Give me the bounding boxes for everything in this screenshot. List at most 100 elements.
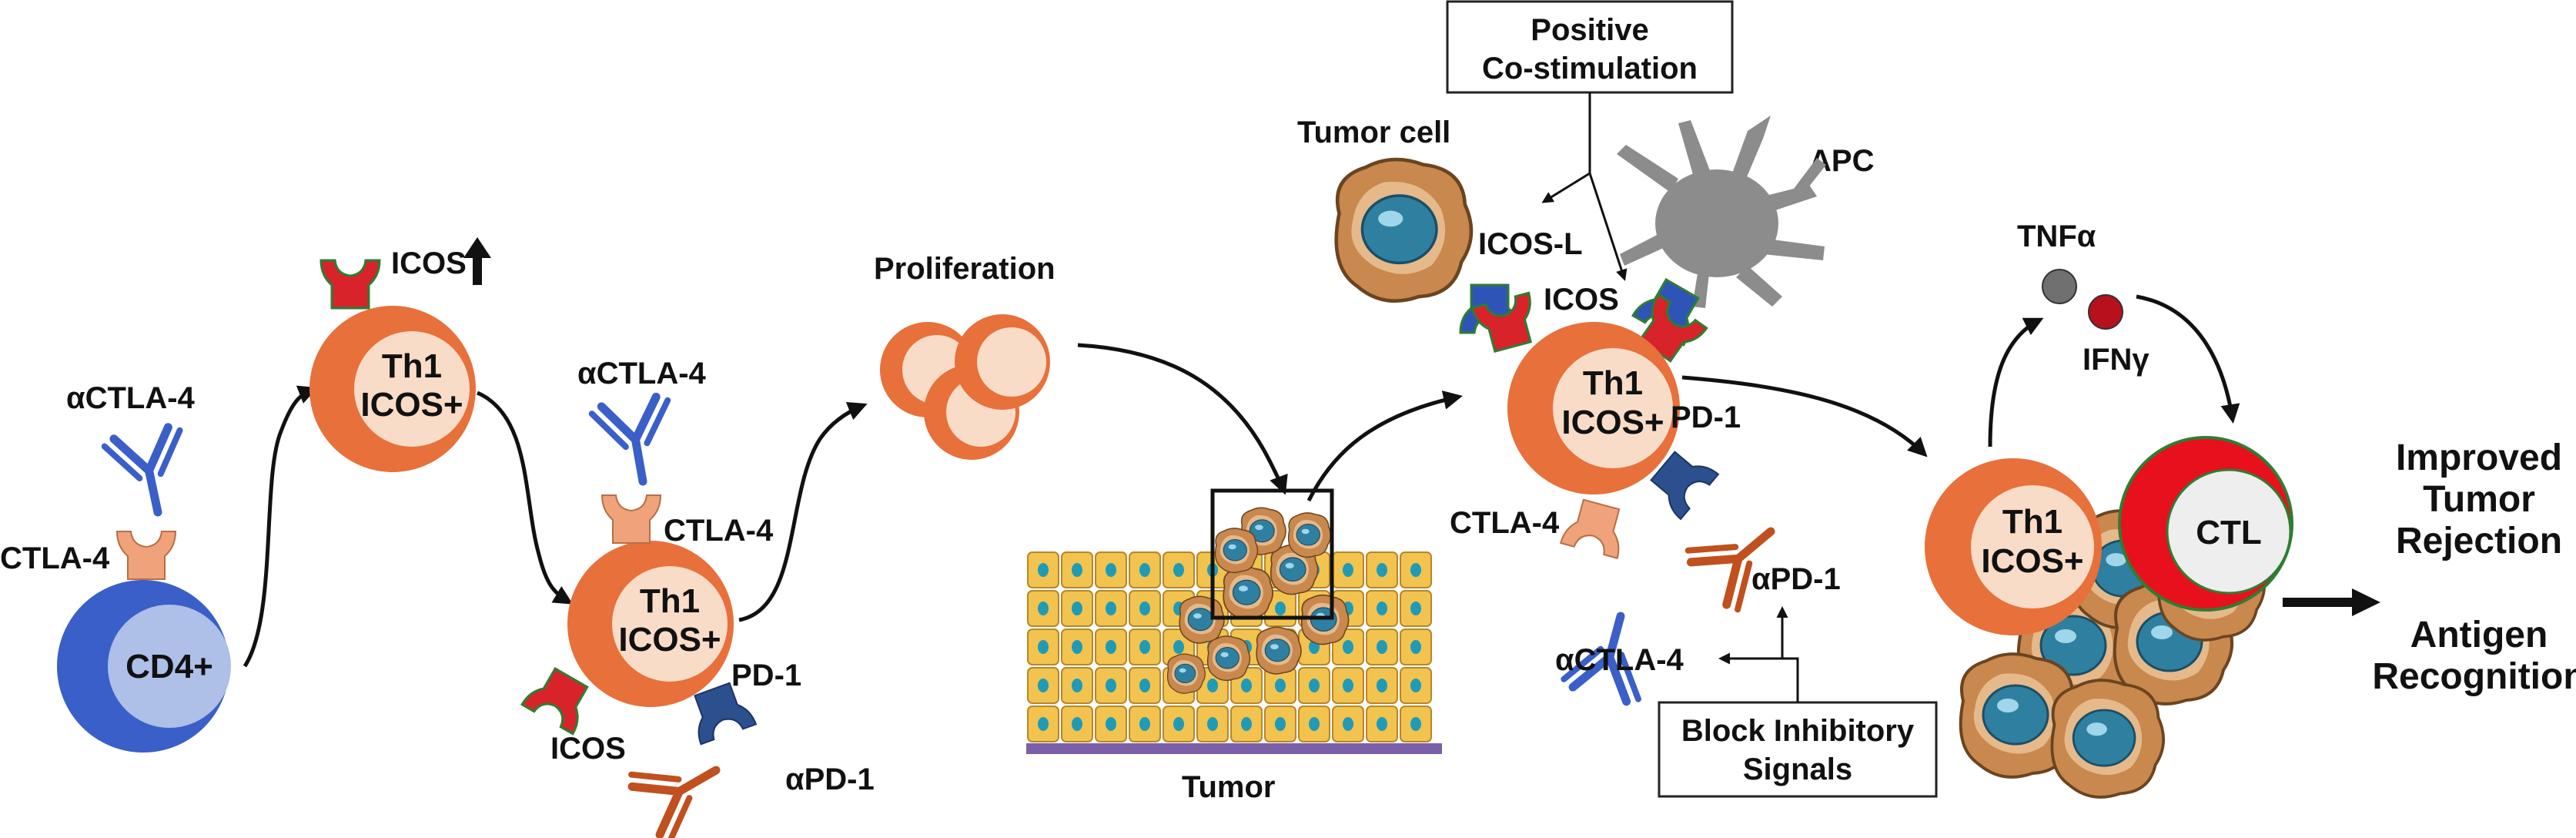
tissue-nucleus [1275, 602, 1286, 615]
positive-costimulation-box: Positive Co-stimulation [1446, 0, 1734, 94]
th1-label-2: Th1 [640, 582, 700, 620]
tissue-nucleus [1343, 717, 1353, 731]
tissue-nucleus [1106, 679, 1116, 692]
cd4-label: CD4+ [125, 648, 213, 685]
tissue-nucleus [1173, 717, 1184, 731]
tumor-label: Tumor [1182, 770, 1275, 804]
tissue-nucleus [1106, 602, 1116, 615]
ctl-cell: CTL [2118, 436, 2293, 612]
improved-line2: Tumor [2423, 479, 2535, 520]
tissue-nucleus [1309, 717, 1320, 731]
pd1-label-2: PD-1 [731, 659, 801, 692]
tissue-nucleus [1309, 679, 1320, 692]
cd4-cell: CD4+ [57, 580, 231, 753]
tumor-cell [1337, 159, 1471, 301]
anti-pd1-label-3: αPD-1 [1751, 562, 1841, 596]
tissue-nucleus [1139, 640, 1150, 654]
th1-cell-2: Th1 ICOS+ [567, 541, 734, 707]
th1-cell-1: Th1 ICOS+ [309, 306, 476, 472]
zoom-box [1210, 488, 1334, 620]
ctla4-receptor-2 [601, 494, 661, 544]
th1-cell-3: Th1 ICOS+ [1507, 322, 1680, 494]
antigen-line2: Recognition [2372, 656, 2576, 697]
anti-pd1-antibody-2 [627, 737, 735, 838]
arrow-to-tumor [1077, 343, 1288, 495]
ctla4-label-2: CTLA-4 [664, 514, 774, 548]
arrow-costim-to-apc [1588, 173, 1628, 281]
icos-label-3: ICOS [1544, 283, 1619, 317]
tissue-nucleus [1241, 679, 1252, 692]
up-arrow-icon [463, 237, 491, 285]
tissue-nucleus [1207, 717, 1218, 731]
anti-pd1-antibody-3 [1684, 502, 1795, 613]
tnf-alpha-icon [2042, 269, 2077, 304]
icos-plus-label-2: ICOS+ [618, 621, 721, 659]
tissue-nucleus [1207, 679, 1218, 692]
th1-label-3: Th1 [1583, 364, 1643, 402]
anti-ctla4-label-3: αCTLA-4 [1555, 643, 1684, 677]
tissue-nucleus [1139, 679, 1150, 692]
arrow-to-proliferation [738, 402, 868, 622]
tissue-nucleus [1377, 640, 1387, 654]
tissue-nucleus [1139, 602, 1150, 615]
block-line1: Block Inhibitory [1681, 714, 1915, 748]
tissue-nucleus [1072, 717, 1082, 731]
tissue-nucleus [1377, 563, 1387, 577]
tissue-nucleus [1106, 640, 1116, 654]
icos-upregulated-label: ICOS [391, 246, 467, 280]
tissue-nucleus [1173, 640, 1184, 654]
tissue-nucleus [1038, 602, 1049, 615]
anti-pd1-label-2: αPD-1 [785, 763, 875, 796]
tissue-nucleus [1377, 602, 1387, 615]
tissue-nucleus [1343, 679, 1353, 692]
th1-label-4: Th1 [2002, 503, 2062, 541]
improved-line1: Improved [2396, 437, 2562, 478]
tissue-nucleus [1072, 563, 1082, 577]
tissue-nucleus [1173, 563, 1184, 577]
tissue-nucleus [1377, 717, 1387, 731]
tumor-mass [1166, 507, 1350, 694]
ctla4-receptor-1 [116, 531, 176, 580]
tissue-nucleus [1410, 602, 1421, 615]
ctl-label: CTL [2196, 514, 2262, 551]
ctla4-label-1: CTLA-4 [0, 541, 110, 575]
block-line2: Signals [1743, 753, 1852, 786]
th1-cell-4: Th1 ICOS+ [1925, 458, 2102, 635]
icos-label-2: ICOS [550, 732, 626, 766]
outcome-arrow [2283, 588, 2380, 616]
antigen-line1: Antigen [2410, 615, 2548, 655]
arrow-block-to-apd1 [1776, 606, 1799, 702]
arrow-costim-to-icosl [1544, 92, 1591, 202]
tissue-nucleus [1343, 640, 1353, 654]
tissue-nucleus [1377, 679, 1387, 692]
icos-plus-label-1: ICOS+ [360, 386, 463, 424]
apc-cell [1617, 116, 1826, 308]
tissue-nucleus [1038, 717, 1049, 731]
positive-line1: Positive [1531, 13, 1648, 47]
anti-ctla4-antibody-2 [591, 395, 681, 488]
tissue-nucleus [1343, 563, 1353, 577]
proliferating-cells [880, 314, 1050, 460]
ifn-label: IFNγ [2083, 343, 2149, 377]
arrow-th1-to-cytokines [1988, 317, 2044, 447]
tissue-nucleus [1038, 640, 1049, 654]
icos-plus-label-3: ICOS+ [1561, 404, 1664, 441]
tnf-label: TNFα [2017, 220, 2096, 253]
tissue-nucleus [1139, 563, 1150, 577]
arrow-tumor-to-th1 [1306, 391, 1463, 502]
pd1-label-3: PD-1 [1671, 401, 1741, 434]
arrow-cytokines-to-ctl [2136, 294, 2240, 424]
tissue-nucleus [1038, 679, 1049, 692]
tissue-nucleus [1038, 563, 1049, 577]
icos-plus-label-4: ICOS+ [1981, 542, 2083, 580]
anti-ctla4-antibody-1 [103, 425, 196, 520]
tissue-nucleus [1410, 717, 1421, 731]
ctla4-receptor-3 [1560, 496, 1631, 559]
anti-ctla4-label-1: αCTLA-4 [66, 381, 196, 415]
tissue-nucleus [1410, 640, 1421, 654]
arrow-to-effector [1681, 375, 1928, 458]
anti-ctla4-label-2: αCTLA-4 [577, 357, 707, 391]
tissue-nucleus [1072, 679, 1082, 692]
tissue-nucleus [1106, 563, 1116, 577]
tissue-nucleus [1072, 602, 1082, 615]
